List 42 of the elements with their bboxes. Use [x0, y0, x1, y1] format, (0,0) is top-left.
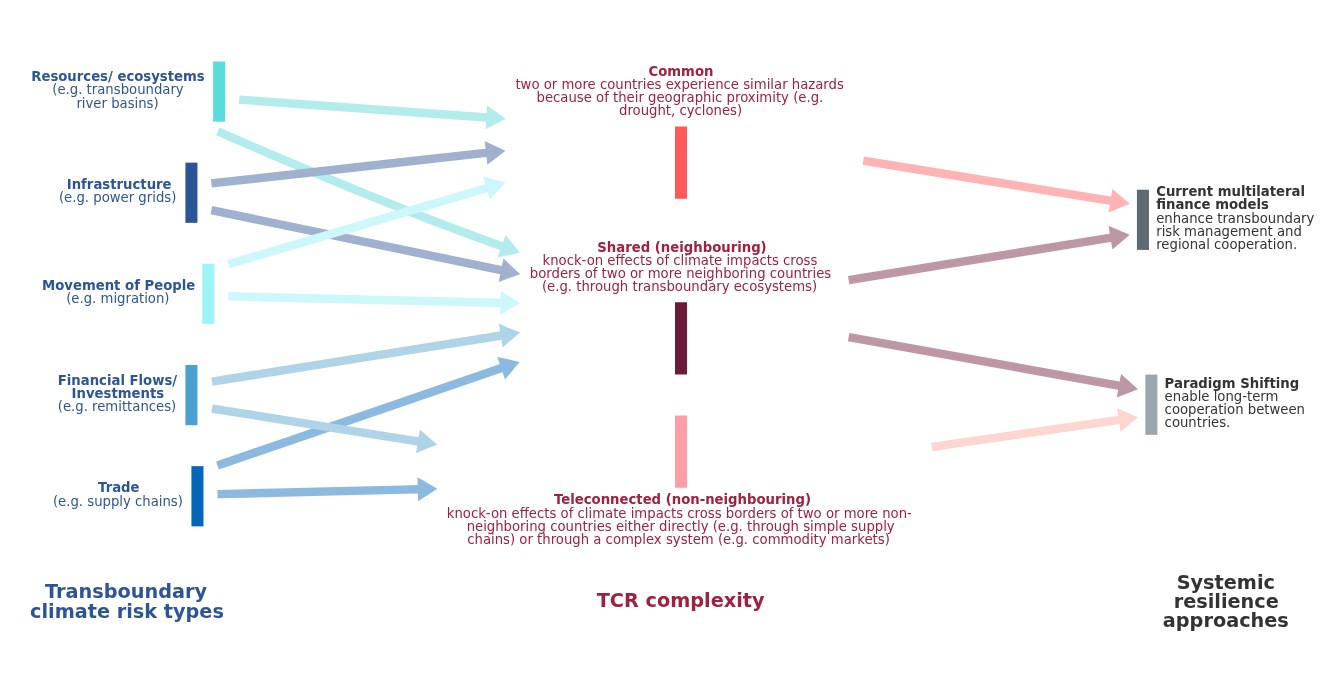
node-box — [675, 415, 688, 488]
node-box — [1136, 189, 1149, 250]
node-label: Teleconnected (non-neighbouring) — [553, 492, 812, 508]
node-label: Trade — [98, 480, 140, 496]
node-label: two or more countries experience similar hazards because of their geographic proximity (e.g. drought, cyclones) — [515, 76, 844, 119]
node-label: Shared (neighbouring) — [597, 239, 767, 255]
node-label: enhance transboundary risk management and regional cooperation. — [1156, 210, 1315, 253]
arrow — [211, 323, 521, 386]
node-label: (e.g. supply chains) — [52, 493, 183, 509]
node-label: Infrastructure — [66, 176, 172, 192]
node-box — [191, 466, 204, 527]
arrow — [210, 206, 521, 282]
label: TCR complexity — [596, 588, 765, 612]
arrow — [848, 225, 1130, 285]
arrow — [210, 140, 506, 188]
arrow — [227, 176, 506, 269]
arrow — [238, 95, 506, 130]
node-box — [202, 263, 215, 324]
node-label: (e.g. power grids) — [58, 190, 177, 206]
node-label: (e.g. migration) — [66, 291, 170, 307]
node-label: (e.g. remittances) — [57, 399, 177, 415]
arrow — [847, 333, 1139, 398]
node-label: (e.g. transboundary river basins) — [52, 82, 184, 111]
node-label: knock-on effects of climate impacts cross borders of two or more neighboring countries (e.g. through transboundary ecosystems) — [529, 252, 832, 295]
arrow — [862, 156, 1130, 213]
arrow — [211, 404, 438, 454]
arrow — [217, 477, 438, 502]
node-box — [213, 61, 226, 122]
arrow — [216, 127, 520, 258]
node-label: Common — [648, 63, 714, 79]
node-label: Paradigm Shifting — [1164, 375, 1300, 391]
arrow — [931, 408, 1139, 452]
node-box — [675, 302, 688, 375]
node-box — [185, 365, 198, 426]
node-box — [185, 162, 198, 223]
arrow — [228, 290, 520, 315]
node-box — [675, 126, 688, 199]
node-box — [1145, 374, 1158, 435]
arrow — [216, 356, 520, 470]
label: Systemic resilience approaches — [1162, 570, 1289, 633]
node-label: Financial Flows/ Investments — [57, 372, 178, 401]
label: Transboundary climate risk types — [30, 580, 224, 623]
